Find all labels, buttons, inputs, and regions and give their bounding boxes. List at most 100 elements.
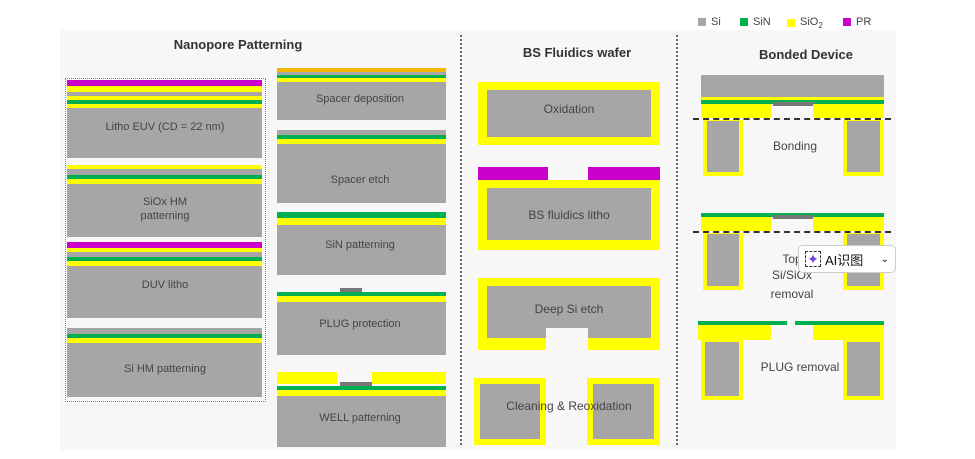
legend-label-main: SiO bbox=[800, 16, 819, 28]
si-layer bbox=[67, 328, 262, 334]
sin-layer bbox=[277, 75, 446, 78]
sio2-layer bbox=[701, 97, 884, 100]
si-layer bbox=[847, 342, 880, 396]
si-layer bbox=[67, 184, 262, 237]
bond-line bbox=[693, 231, 891, 233]
step-label: Spacer deposition bbox=[315, 93, 405, 105]
si-layer bbox=[67, 108, 262, 158]
sio2-layer bbox=[701, 104, 771, 118]
pr-swatch bbox=[843, 18, 851, 26]
plug-layer bbox=[340, 382, 372, 386]
sin-layer bbox=[67, 334, 262, 338]
pr-layer bbox=[588, 167, 660, 180]
sio2-layer bbox=[67, 104, 262, 108]
sin-layer bbox=[67, 100, 262, 104]
sin-layer bbox=[277, 292, 446, 296]
step-label: Spacer etch bbox=[330, 174, 390, 186]
step-label: WELL patterning bbox=[319, 412, 401, 424]
si-layer bbox=[701, 75, 884, 97]
si-layer bbox=[277, 82, 446, 120]
legend-pr: PR bbox=[843, 16, 871, 28]
step-label: Litho EUV (CD = 22 nm) bbox=[105, 121, 225, 133]
legend-sio2: SiO2 bbox=[787, 16, 823, 30]
legend-label: PR bbox=[856, 16, 872, 28]
sio2-layer bbox=[67, 86, 262, 92]
si-layer bbox=[277, 225, 446, 275]
layer bbox=[546, 328, 588, 350]
pr-layer bbox=[478, 167, 548, 180]
divider bbox=[460, 35, 462, 445]
title-nanopore: Nanopore Patterning bbox=[173, 37, 303, 52]
sio2-swatch bbox=[787, 19, 795, 28]
step-label: BS fluidics litho bbox=[528, 208, 610, 222]
sio2-layer bbox=[277, 372, 337, 384]
si-layer bbox=[277, 396, 446, 447]
bond-line bbox=[693, 118, 891, 120]
legend-si: Si bbox=[698, 16, 721, 28]
sio2-layer bbox=[813, 104, 884, 118]
step-label: SiOx HM bbox=[143, 196, 187, 208]
si-layer bbox=[480, 384, 540, 439]
title-bonded-device: Bonded Device bbox=[759, 47, 853, 62]
sio2-layer bbox=[67, 248, 262, 252]
sio2-layer bbox=[277, 296, 446, 302]
step-label: Top bbox=[782, 252, 802, 266]
sio2-layer bbox=[67, 96, 262, 100]
step-label: Oxidation bbox=[543, 102, 595, 116]
plug-layer bbox=[340, 288, 362, 292]
step-label: removal bbox=[770, 287, 814, 301]
step-label: DUV litho bbox=[141, 279, 189, 291]
legend-label: SiO2 bbox=[800, 16, 823, 30]
si-layer bbox=[277, 130, 446, 135]
sin-layer bbox=[277, 135, 446, 139]
step-label: Si HM patterning bbox=[124, 363, 206, 375]
sio2-layer bbox=[372, 372, 446, 384]
sin-layer bbox=[67, 257, 262, 261]
legend-sin: SiN bbox=[740, 16, 771, 28]
ai-recognize-button[interactable]: ✦ AI识图 ⌄ bbox=[798, 245, 896, 273]
si-layer bbox=[277, 144, 446, 203]
legend-label: SiN bbox=[753, 16, 771, 28]
step-label: SiN patterning bbox=[325, 239, 395, 251]
sparkle-scan-icon: ✦ bbox=[805, 251, 821, 267]
pr-layer bbox=[67, 80, 262, 86]
sin-layer bbox=[67, 175, 262, 179]
divider bbox=[676, 35, 678, 445]
title-bs-fluidics: BS Fluidics wafer bbox=[522, 45, 632, 60]
sin-layer bbox=[698, 321, 787, 325]
si-layer bbox=[487, 90, 651, 137]
legend-label-sub: 2 bbox=[818, 21, 823, 31]
si-layer bbox=[277, 72, 446, 75]
chevron-down-icon[interactable]: ⌄ bbox=[880, 253, 889, 265]
step-label: patterning bbox=[140, 210, 190, 222]
si-layer bbox=[67, 252, 262, 257]
si-layer bbox=[593, 384, 654, 439]
sio2-layer bbox=[813, 217, 884, 231]
sio2-layer bbox=[277, 139, 446, 144]
sin-layer bbox=[795, 321, 884, 325]
si-layer bbox=[67, 92, 262, 96]
step-label: Cleaning & Reoxidation bbox=[506, 399, 632, 413]
sio2-layer bbox=[67, 165, 262, 169]
sin-layer bbox=[277, 212, 446, 218]
sio2-layer bbox=[277, 218, 446, 225]
si-layer bbox=[277, 302, 446, 355]
sio2-layer bbox=[277, 78, 446, 82]
plug-layer bbox=[773, 102, 813, 106]
si-layer bbox=[707, 234, 739, 286]
sio2-layer bbox=[813, 325, 884, 340]
ai-recognize-label: AI识图 bbox=[825, 252, 864, 268]
legend-label: Si bbox=[711, 16, 721, 28]
si-layer bbox=[67, 266, 262, 318]
step-label: PLUG removal bbox=[760, 360, 840, 374]
si-layer bbox=[487, 188, 651, 240]
si-layer bbox=[67, 169, 262, 175]
plug-layer bbox=[773, 215, 813, 219]
layer bbox=[277, 68, 446, 72]
sio2-layer bbox=[67, 338, 262, 343]
step-label: PLUG protection bbox=[319, 318, 401, 330]
si-swatch bbox=[698, 18, 706, 26]
pr-layer bbox=[67, 242, 262, 248]
sio2-layer bbox=[67, 179, 262, 184]
step-label: Deep Si etch bbox=[534, 302, 604, 316]
